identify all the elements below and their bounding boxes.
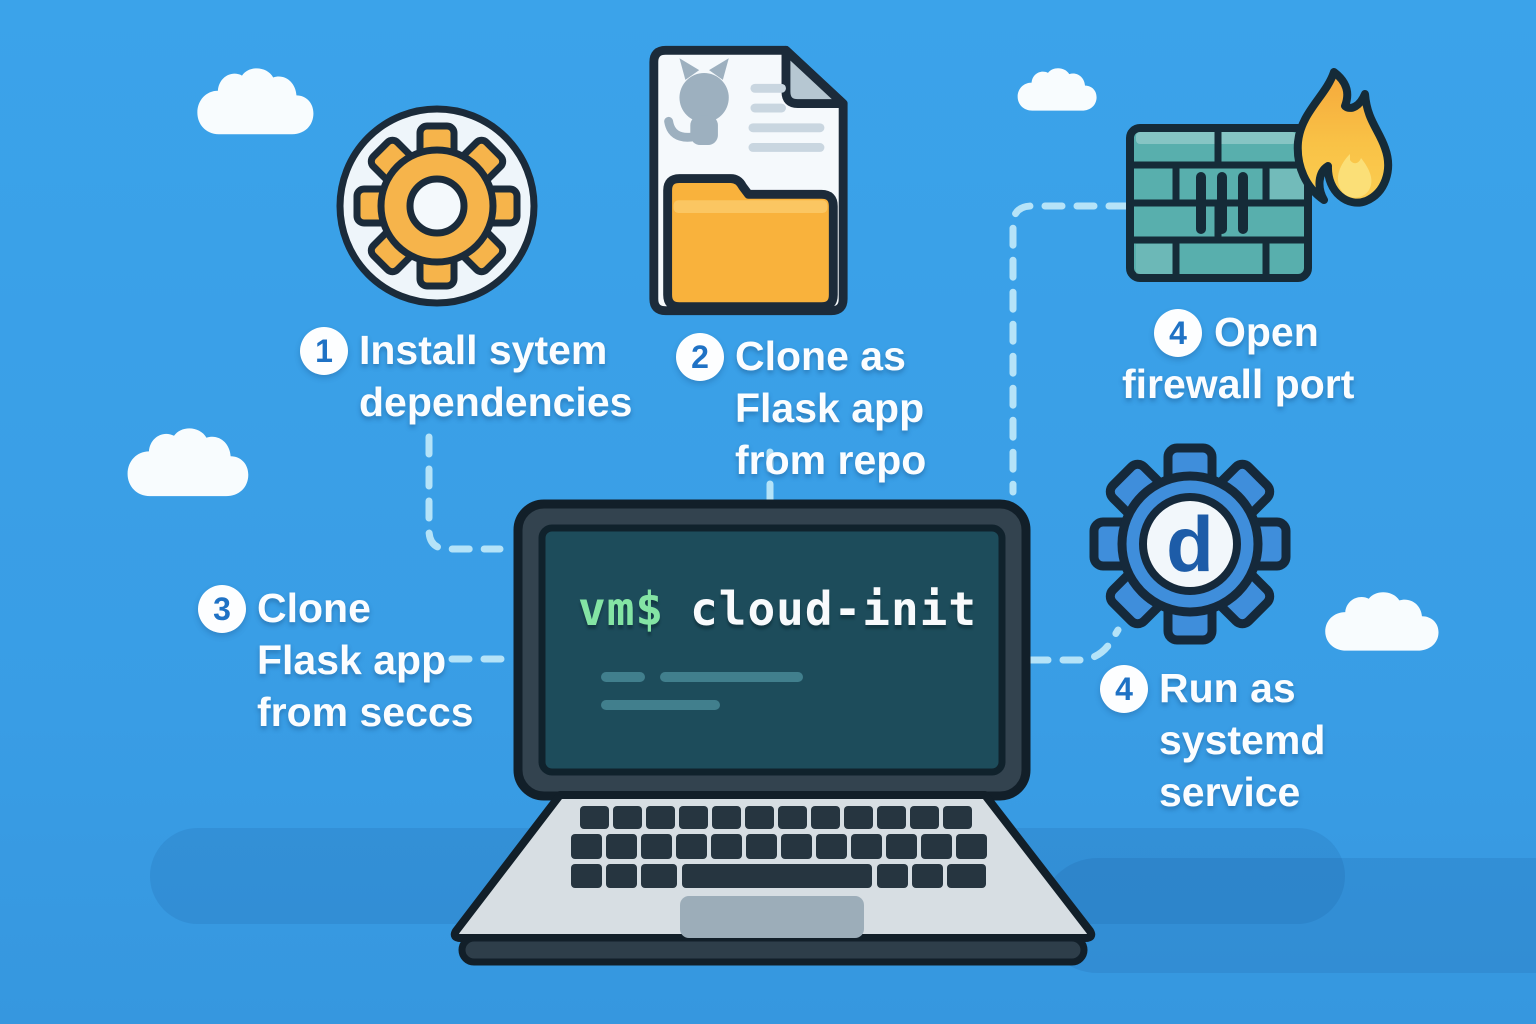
step-3-label: 3 Clone Flask app from seccs <box>198 582 474 738</box>
step-number-badge: 3 <box>198 585 246 633</box>
step-number-badge: 4 <box>1154 309 1202 357</box>
terminal-prompt: vm$ <box>578 582 665 636</box>
terminal-command-line: vm$cloud-init <box>578 586 977 632</box>
step-text-line: firewall port <box>1122 361 1355 407</box>
step-text-line: Open <box>1214 309 1319 355</box>
folder-icon <box>663 174 838 312</box>
step-text-line: Install sytem <box>359 327 608 373</box>
gear-teeth <box>353 122 521 290</box>
page-fold-corner <box>781 45 848 109</box>
step-number-badge: 1 <box>300 327 348 375</box>
step-text-line: Run as <box>1159 665 1296 711</box>
terminal-line-placeholders <box>601 672 803 710</box>
cloud-icon <box>197 68 314 135</box>
laptop-base-edge <box>458 934 1088 966</box>
step-text-line: from repo <box>735 437 927 483</box>
cloud-icon <box>127 428 249 497</box>
step-text-line: Clone <box>257 585 371 631</box>
firewall-icon <box>1126 68 1393 282</box>
octocat-icon <box>664 58 729 146</box>
step-text-line: service <box>1159 769 1301 815</box>
step-2-label: 2 Clone as Flask app from repo <box>676 330 926 486</box>
terminal-command: cloud-init <box>690 582 978 636</box>
firewall-port-bars <box>1196 172 1248 234</box>
terminal-screen <box>538 524 1006 776</box>
step-4-systemd-label: 4 Run as systemd service <box>1100 662 1325 818</box>
cloud-icon <box>1017 68 1097 111</box>
cloud-icon <box>1325 592 1439 651</box>
document-text-lines <box>748 83 825 152</box>
step-1-label: 1 Install sytem dependencies <box>300 324 632 428</box>
laptop <box>450 499 1096 966</box>
step-text-line: systemd <box>1159 717 1326 763</box>
step-text-line: Flask app <box>257 637 447 683</box>
flame-icon <box>1293 68 1393 207</box>
systemd-gear-icon: d <box>1089 443 1291 645</box>
step-text-line: dependencies <box>359 379 633 425</box>
step-4-firewall-label: 4 Open firewall port <box>1122 306 1354 410</box>
system-gear-icon <box>336 105 538 307</box>
step-text-line: Flask app <box>735 385 925 431</box>
gear-teeth: d <box>1089 443 1291 645</box>
github-repo-document-icon <box>649 45 848 316</box>
brick-pattern <box>1130 128 1308 278</box>
keyboard-keys <box>571 806 987 888</box>
trackpad <box>680 896 864 938</box>
ground-shadow-right <box>1040 858 1536 973</box>
step-text-line: from seccs <box>257 689 474 735</box>
step-number-badge: 4 <box>1100 665 1148 713</box>
step-number-badge: 2 <box>676 333 724 381</box>
step-text-line: Clone as <box>735 333 906 379</box>
gear-letter: d <box>1166 500 1214 588</box>
